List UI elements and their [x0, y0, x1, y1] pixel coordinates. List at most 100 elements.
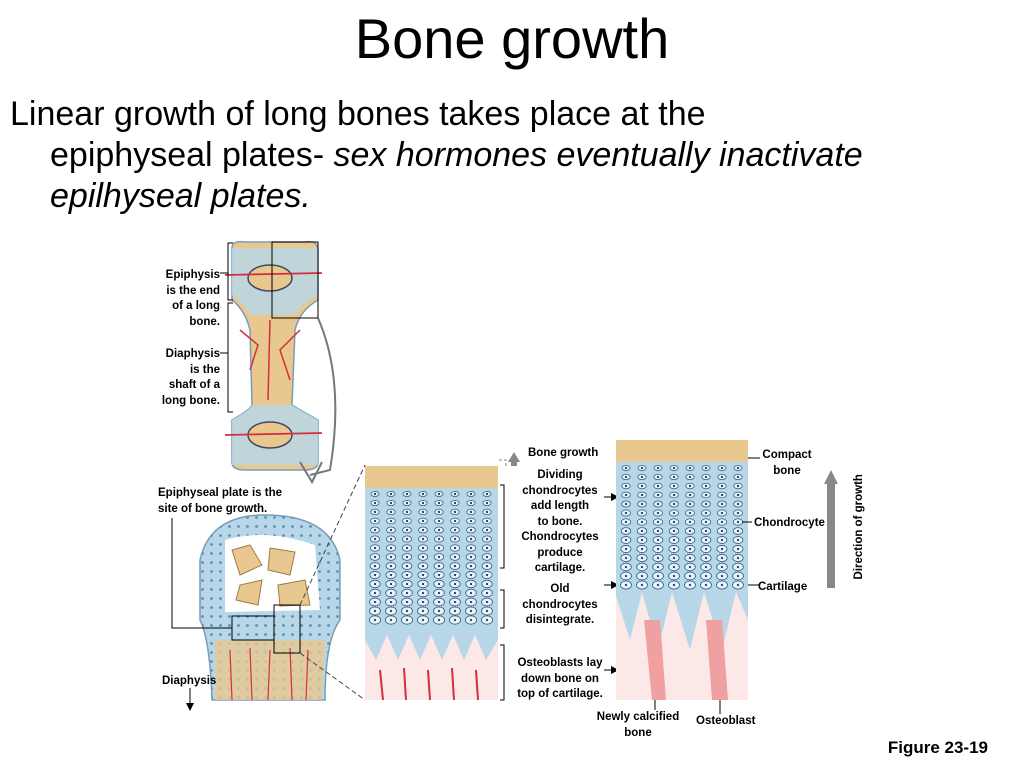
cell-nucleus: [421, 555, 425, 559]
cell-nucleus: [656, 547, 660, 551]
cell-nucleus: [469, 510, 473, 514]
cell-nucleus: [421, 501, 425, 505]
cell-nucleus: [469, 609, 473, 613]
cell-nucleus: [469, 546, 473, 550]
cell-nucleus: [736, 484, 740, 488]
cell-nucleus: [720, 502, 724, 506]
cell-nucleus: [453, 618, 457, 622]
cell-nucleus: [453, 501, 457, 505]
cell-nucleus: [405, 555, 409, 559]
cell-nucleus: [405, 564, 409, 568]
cell-nucleus: [704, 574, 708, 578]
cell-nucleus: [720, 547, 724, 551]
cell-nucleus: [736, 520, 740, 524]
cell-nucleus: [437, 537, 441, 541]
cell-nucleus: [688, 511, 692, 515]
cell-nucleus: [373, 573, 377, 577]
cell-nucleus: [720, 520, 724, 524]
chondrocyte-columns-left: [368, 491, 494, 625]
cell-nucleus: [704, 475, 708, 479]
cell-nucleus: [624, 475, 628, 479]
cell-nucleus: [405, 510, 409, 514]
cell-nucleus: [469, 501, 473, 505]
cell-nucleus: [405, 546, 409, 550]
cell-nucleus: [640, 538, 644, 542]
cell-nucleus: [672, 511, 676, 515]
cell-nucleus: [389, 492, 393, 496]
cell-nucleus: [672, 493, 676, 497]
chondrocyte-columns-right: [620, 465, 744, 590]
growth-plate-panel-left: [365, 466, 498, 701]
bone-growth-label: Bone growth: [528, 447, 599, 459]
cell-nucleus: [736, 493, 740, 497]
cell-nucleus: [389, 591, 393, 595]
cell-nucleus: [389, 501, 393, 505]
cell-nucleus: [736, 556, 740, 560]
cell-nucleus: [389, 555, 393, 559]
cell-nucleus: [720, 556, 724, 560]
cell-nucleus: [421, 591, 425, 595]
cell-nucleus: [688, 583, 692, 587]
cell-nucleus: [736, 583, 740, 587]
cell-nucleus: [437, 519, 441, 523]
slide-body: Linear growth of long bones takes place …: [10, 94, 1010, 216]
cell-nucleus: [373, 600, 377, 604]
cell-nucleus: [704, 583, 708, 587]
cell-nucleus: [736, 538, 740, 542]
cell-nucleus: [720, 475, 724, 479]
cell-nucleus: [704, 484, 708, 488]
cell-nucleus: [405, 501, 409, 505]
cell-nucleus: [485, 609, 489, 613]
growth-plate-panel-right: [616, 440, 838, 714]
cell-nucleus: [373, 501, 377, 505]
cell-nucleus: [421, 492, 425, 496]
cell-nucleus: [688, 475, 692, 479]
cell-nucleus: [704, 538, 708, 542]
cell-nucleus: [688, 520, 692, 524]
cell-nucleus: [469, 591, 473, 595]
cell-nucleus: [437, 582, 441, 586]
long-bone-illustration: [220, 240, 337, 485]
cell-nucleus: [437, 546, 441, 550]
cell-nucleus: [672, 484, 676, 488]
cell-nucleus: [437, 618, 441, 622]
cell-nucleus: [421, 510, 425, 514]
cell-nucleus: [373, 492, 377, 496]
cell-nucleus: [736, 529, 740, 533]
cell-nucleus: [405, 573, 409, 577]
cell-nucleus: [421, 564, 425, 568]
cell-nucleus: [469, 492, 473, 496]
body-line-3: epilhyseal plates.: [50, 176, 311, 215]
cell-nucleus: [672, 502, 676, 506]
cell-nucleus: [704, 502, 708, 506]
cell-nucleus: [672, 556, 676, 560]
cell-nucleus: [389, 618, 393, 622]
cell-nucleus: [421, 600, 425, 604]
cell-nucleus: [672, 475, 676, 479]
cell-nucleus: [437, 555, 441, 559]
cell-nucleus: [421, 609, 425, 613]
cell-nucleus: [421, 573, 425, 577]
cell-nucleus: [704, 520, 708, 524]
cell-nucleus: [421, 546, 425, 550]
cell-nucleus: [437, 600, 441, 604]
cell-nucleus: [485, 555, 489, 559]
cell-nucleus: [656, 502, 660, 506]
body-line-2-italic: sex hormones eventually inactivate: [333, 135, 863, 174]
cell-nucleus: [373, 582, 377, 586]
cell-nucleus: [720, 574, 724, 578]
cell-nucleus: [389, 519, 393, 523]
cell-nucleus: [624, 493, 628, 497]
cell-nucleus: [640, 565, 644, 569]
cell-nucleus: [656, 484, 660, 488]
cell-nucleus: [640, 511, 644, 515]
cell-nucleus: [373, 528, 377, 532]
cell-nucleus: [469, 537, 473, 541]
cell-nucleus: [421, 537, 425, 541]
cell-nucleus: [672, 538, 676, 542]
